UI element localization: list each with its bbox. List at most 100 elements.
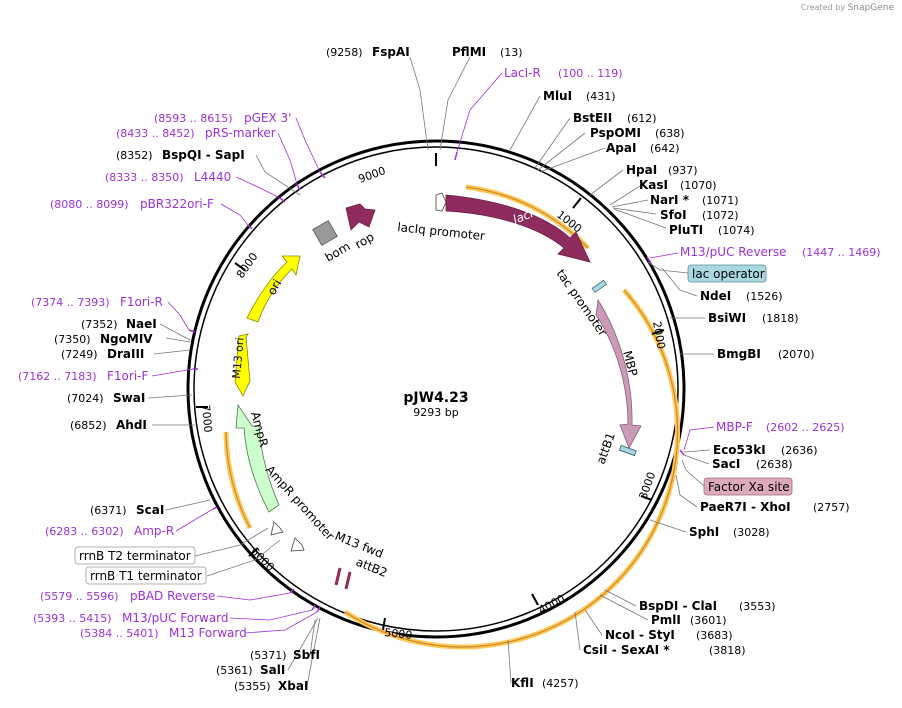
site-swai-name[interactable]: SwaI [113,391,145,405]
site-sfoi-name[interactable]: SfoI [660,208,687,222]
primer-pgex3-range: (8593 .. 8615) [154,112,233,125]
site-ahdi-name[interactable]: AhdI [116,418,147,432]
factor-xa-label: Factor Xa site [708,480,790,494]
site-sali-name[interactable]: SalI [260,663,285,677]
site-sali-pos: (5361) [216,664,253,677]
primer-m13puc-fwd-range: (5393 .. 5415) [33,612,112,625]
primer-m13puc-fwd-name[interactable]: M13/pUC Forward [122,611,229,625]
site-pluti-name[interactable]: PluTI [669,223,703,237]
attb1-mark [618,444,637,457]
site-bsteii-pos: (612) [627,112,657,125]
rrnb-t1-box[interactable] [85,566,207,585]
site-kasi-name[interactable]: KasI [639,178,668,192]
site-sbfi-name[interactable]: SbfI [293,648,320,662]
bom-label: bom [323,239,353,264]
site-bsiwi-name[interactable]: BsiWI [708,311,746,325]
primer-laci-r-range: (100 .. 119) [558,67,623,80]
mbp-label: MBP [620,349,640,378]
rrnb-t2-box[interactable] [74,546,196,565]
primer-m13-fwd-range: (5384 .. 5401) [80,627,159,640]
primer-prs-marker-range: (8433 .. 8452) [116,127,195,140]
site-pspomi-name[interactable]: PspOMI [590,126,641,140]
site-sbfi-pos: (5371) [250,649,287,662]
backbone-inner [193,146,679,632]
site-draiii-name[interactable]: DraIII [107,347,144,361]
rop-arrow[interactable] [345,203,376,231]
ori-label: ori [264,277,284,298]
snapgene-brand: SnapGene [847,3,894,13]
site-mlui-name[interactable]: MluI [543,89,572,103]
primer-amp-r-name[interactable]: Amp-R [134,524,174,538]
enzyme-leaders [147,56,714,687]
primer-amp-r-range: (6283 .. 6302) [45,525,124,538]
ampr-promoter-arrow-2[interactable] [290,537,305,552]
factor-xa-box[interactable] [703,477,793,496]
site-apai-name[interactable]: ApaI [606,141,636,155]
site-naei-name[interactable]: NaeI [126,317,157,331]
ampr-promoter-arrow-1[interactable] [270,521,284,536]
primer-pbr322ori-f-name[interactable]: pBR322ori-F [140,197,214,211]
site-pflmi-name[interactable]: PflMI [452,45,486,59]
tac-promoter-label: tac promoter [554,267,610,339]
primer-labels: LacI-R (100 .. 119) M13/pUC Reverse (144… [18,66,881,640]
bom-box[interactable] [312,220,338,246]
m13-ori-arrow[interactable] [234,333,251,397]
laciq-promoter-arrow[interactable] [435,192,447,212]
site-bmgbi-name[interactable]: BmgBI [717,347,761,361]
site-nari-name[interactable]: NarI * [650,193,690,207]
site-fspai-name[interactable]: FspAI [372,45,410,59]
site-kfli-name[interactable]: KflI [511,676,534,690]
ori-arrow[interactable] [246,255,301,323]
ampr-arrow[interactable] [235,403,280,513]
site-pspomi-pos: (638) [655,127,685,140]
site-hpai-name[interactable]: HpaI [626,163,657,177]
plasmid-name: pJW4.23 [403,390,468,406]
primer-f1ori-r-name[interactable]: F1ori-R [120,295,163,309]
m13-fwd-mark [334,567,352,590]
site-scai-name[interactable]: ScaI [136,503,164,517]
primer-m13-fwd-name[interactable]: M13 Forward [169,626,247,640]
site-draiii-pos: (7249) [61,348,98,361]
site-bmgbi-pos: (2070) [778,348,815,361]
primer-pbad-rev-range: (5579 .. 5596) [40,590,119,603]
attb1-label: attB1 [594,431,618,466]
site-bsteii-name[interactable]: BstEII [573,111,612,125]
boxed-labels: lac operator Factor Xa site rrnB T2 term… [74,261,793,585]
site-ngomiv-pos: (7350) [54,333,91,346]
site-ncoi-name[interactable]: NcoI - StyI [605,628,675,642]
primer-f1ori-f-name[interactable]: F1ori-F [107,369,148,383]
primer-pbad-rev-name[interactable]: pBAD Reverse [130,589,215,603]
site-csii-name[interactable]: CsiI - SexAI * [583,643,670,657]
site-ndei-name[interactable]: NdeI [700,289,731,303]
primer-mbp-f-name[interactable]: MBP-F [716,420,753,434]
primer-laci-r-name[interactable]: LacI-R [504,66,541,80]
primer-l4440-name[interactable]: L4440 [194,170,231,184]
site-bspdi-name[interactable]: BspDI - ClaI [639,599,717,613]
site-sphi-name[interactable]: SphI [689,525,719,539]
lac-operator-label: lac operator [692,267,765,281]
plasmid-length: 9293 bp [413,406,458,419]
lac-operator-box[interactable] [687,264,767,283]
site-pmli-name[interactable]: PmlI [651,613,681,627]
site-bspdi-pos: (3553) [739,600,776,613]
primer-pgex3-name[interactable]: pGEX 3' [244,111,291,125]
snapgene-watermark: Created by SnapGene [801,3,894,13]
enzyme-labels: (9258) FspAI PflMI (13) MluI (431) BstEI… [54,45,850,693]
orf-arc-mbp[interactable] [343,288,681,650]
site-bspqi-name[interactable]: BspQI - SapI [162,148,245,162]
laci-arrow[interactable] [445,194,591,263]
site-xbai-name[interactable]: XbaI [278,679,308,693]
site-eco53ki-pos: (2636) [781,444,818,457]
primer-m13puc-rev-name[interactable]: M13/pUC Reverse [680,245,787,259]
site-naei-pos: (7352) [81,318,118,331]
site-ndei-pos: (1526) [746,290,783,303]
site-saci-name[interactable]: SacI [712,457,740,471]
site-paer7i-name[interactable]: PaeR7I - XhoI [700,500,791,514]
site-eco53ki-name[interactable]: Eco53kI [713,443,766,457]
primer-prs-marker-name[interactable]: pRS-marker [205,126,276,140]
tick-7000: 7000 [199,404,214,433]
rrnb-t1-label: rrnB T1 terminator [90,569,202,583]
site-ngomiv-name[interactable]: NgoMIV [100,332,153,346]
site-sfoi-pos: (1072) [702,209,739,222]
